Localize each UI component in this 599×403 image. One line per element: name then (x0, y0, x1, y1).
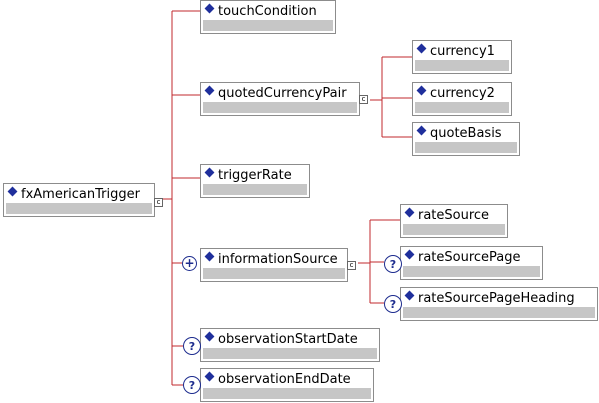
node-label: informationSource (218, 252, 338, 267)
node-label: observationStartDate (218, 332, 358, 347)
node-strip (203, 388, 371, 399)
question-mark-icon: ? (183, 337, 201, 355)
node-label: observationEndDate (218, 372, 351, 387)
question-mark-icon: ? (183, 376, 201, 394)
node-rate-source-page[interactable]: rateSourcePage (400, 246, 543, 280)
node-strip (415, 102, 509, 113)
node-quoted-currency-pair[interactable]: quotedCurrencyPair c (200, 82, 368, 116)
node-label: rateSource (418, 208, 490, 223)
node-label: currency1 (430, 44, 495, 59)
node-label: quotedCurrencyPair (218, 86, 347, 101)
node-strip (203, 184, 307, 195)
node-strip (6, 203, 152, 214)
node-touch-condition[interactable]: touchCondition (200, 0, 336, 34)
node-currency1[interactable]: currency1 (412, 40, 512, 74)
node-observation-end-date[interactable]: observationEndDate (200, 368, 374, 402)
node-trigger-rate[interactable]: triggerRate (200, 164, 310, 198)
complex-type-icon: c (359, 95, 368, 104)
node-strip (403, 307, 595, 318)
node-label: quoteBasis (430, 126, 502, 141)
node-strip (403, 224, 505, 235)
node-strip (203, 20, 333, 31)
node-label: triggerRate (218, 168, 292, 183)
plus-icon[interactable]: + (182, 256, 197, 271)
node-strip (415, 60, 509, 71)
node-rate-source[interactable]: rateSource (400, 204, 508, 238)
node-rate-source-page-heading[interactable]: rateSourcePageHeading (400, 287, 598, 321)
node-currency2[interactable]: currency2 (412, 82, 512, 116)
node-strip (415, 142, 517, 153)
node-observation-start-date[interactable]: observationStartDate (200, 328, 380, 362)
node-strip (203, 268, 345, 279)
node-label: currency2 (430, 86, 495, 101)
node-information-source[interactable]: informationSource c (200, 248, 356, 282)
node-fx-american-trigger[interactable]: fxAmericanTrigger c (3, 183, 163, 217)
node-strip (203, 348, 377, 359)
complex-type-icon: c (154, 198, 163, 207)
node-label: touchCondition (218, 4, 317, 19)
node-strip (203, 102, 357, 113)
node-label: rateSourcePage (418, 250, 521, 265)
complex-type-icon: c (347, 261, 356, 270)
node-quote-basis[interactable]: quoteBasis (412, 122, 520, 156)
node-strip (403, 266, 540, 277)
question-mark-icon: ? (384, 295, 402, 313)
node-label: fxAmericanTrigger (21, 187, 140, 202)
question-mark-icon: ? (384, 255, 402, 273)
node-label: rateSourcePageHeading (418, 291, 575, 306)
